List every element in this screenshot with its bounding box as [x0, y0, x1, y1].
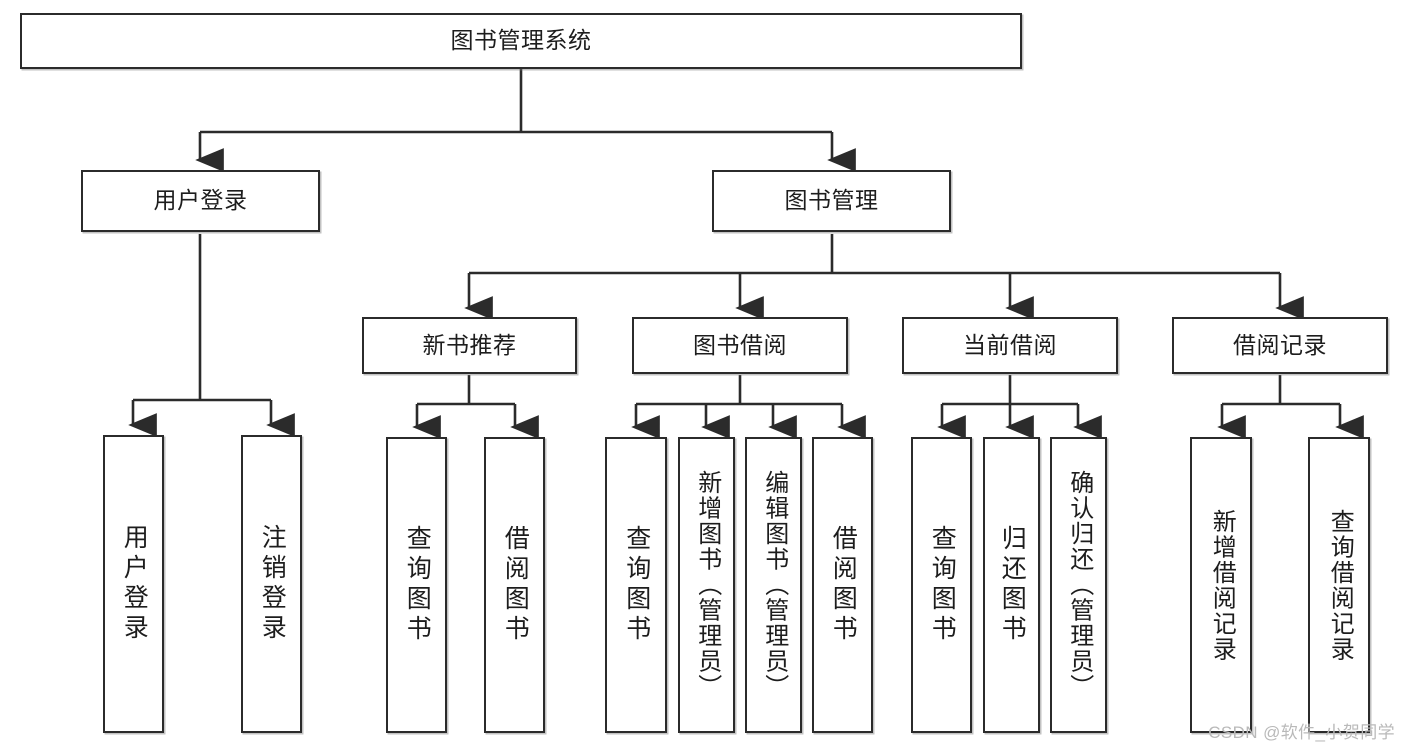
node-label: 借阅图书	[829, 525, 858, 645]
node-label: 查询图书	[928, 525, 957, 645]
node-current-borrowing[interactable]: 当前借阅	[902, 317, 1118, 374]
node-label: 新书推荐	[422, 331, 517, 358]
leaf-edit-book-admin[interactable]: 编辑图书（管理员）	[745, 437, 802, 733]
node-label: 借阅图书	[501, 525, 530, 645]
node-label: 确认归还（管理员）	[1065, 470, 1093, 700]
leaf-borrow-books-new-book[interactable]: 借阅图书	[484, 437, 545, 733]
node-label: 图书管理	[784, 187, 879, 214]
node-new-book-recommendation[interactable]: 新书推荐	[362, 317, 577, 374]
leaf-user-login[interactable]: 用户登录	[103, 435, 164, 733]
node-label: 当前借阅	[963, 331, 1057, 358]
node-label: 图书借阅	[693, 331, 787, 358]
leaf-query-borrow-record[interactable]: 查询借阅记录	[1308, 437, 1370, 733]
node-label: 用户登录	[120, 524, 149, 644]
node-label: 编辑图书（管理员）	[760, 470, 788, 700]
csdn-watermark: CSDN @软件_小贺同学	[1208, 723, 1395, 742]
node-root-book-management-system[interactable]: 图书管理系统	[20, 13, 1022, 69]
node-book-management[interactable]: 图书管理	[712, 170, 951, 232]
node-label: 用户登录	[153, 187, 248, 214]
leaf-query-books-current[interactable]: 查询图书	[911, 437, 972, 733]
node-label: 借阅记录	[1233, 331, 1327, 358]
leaf-borrow-books[interactable]: 借阅图书	[812, 437, 873, 733]
node-label: 归还图书	[998, 525, 1027, 645]
node-label: 图书管理系统	[450, 27, 592, 54]
node-label: 查询图书	[403, 525, 432, 645]
leaf-add-borrow-record[interactable]: 新增借阅记录	[1190, 437, 1252, 733]
node-label: 查询借阅记录	[1326, 508, 1354, 662]
leaf-query-books-borrow[interactable]: 查询图书	[605, 437, 667, 733]
node-label: 新增借阅记录	[1208, 508, 1236, 662]
leaf-confirm-return-admin[interactable]: 确认归还（管理员）	[1050, 437, 1107, 733]
leaf-logout[interactable]: 注销登录	[241, 435, 302, 733]
node-user-login[interactable]: 用户登录	[81, 170, 320, 232]
node-label: 新增图书（管理员）	[693, 470, 721, 700]
node-label: 查询图书	[622, 525, 651, 645]
leaf-return-books[interactable]: 归还图书	[983, 437, 1040, 733]
node-label: 注销登录	[258, 524, 287, 644]
node-book-borrowing[interactable]: 图书借阅	[632, 317, 848, 374]
leaf-query-books-new-book[interactable]: 查询图书	[386, 437, 447, 733]
node-borrow-records[interactable]: 借阅记录	[1172, 317, 1388, 374]
leaf-add-book-admin[interactable]: 新增图书（管理员）	[678, 437, 735, 733]
